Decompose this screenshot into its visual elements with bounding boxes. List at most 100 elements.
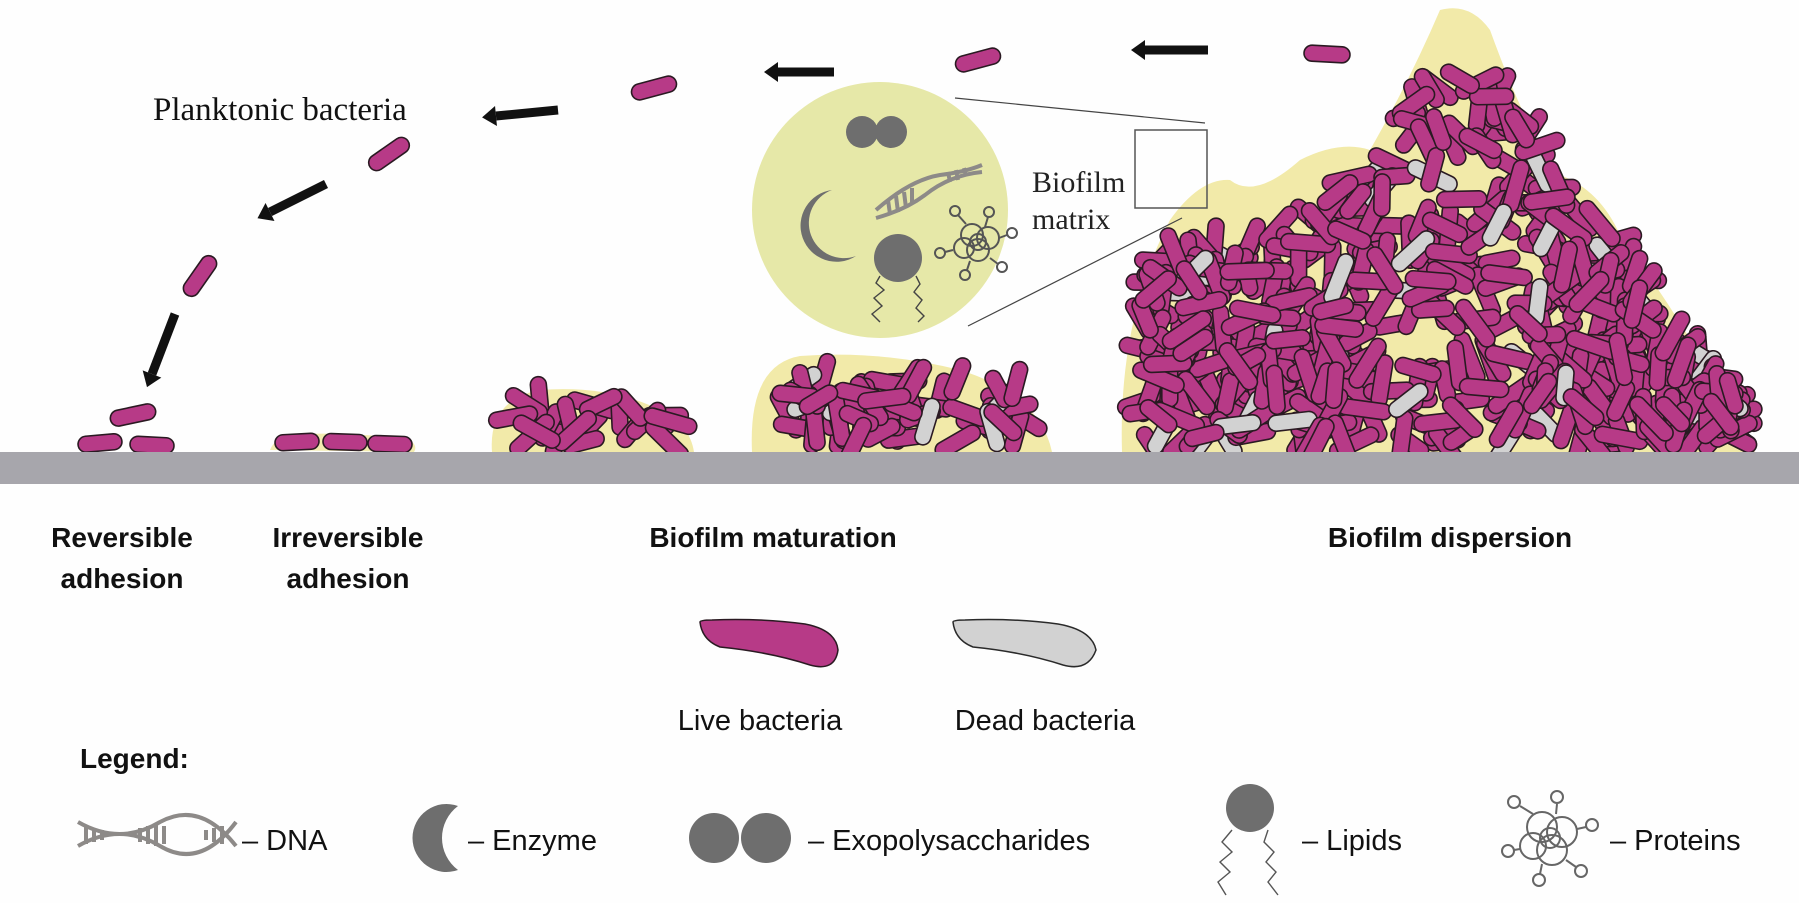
flow-arrow-head — [482, 106, 497, 126]
live-bacterium — [1628, 395, 1674, 442]
live-bacterium — [1134, 270, 1178, 309]
live-bacterium — [1265, 364, 1286, 416]
legend-item-dna: – DNA — [77, 812, 328, 857]
flow-arrow — [147, 312, 180, 376]
live-bacterium — [1608, 332, 1634, 387]
protein-icon — [934, 205, 1018, 281]
callout-line-top — [954, 97, 1206, 124]
stage-label-reversible-1: Reversible — [51, 522, 193, 553]
live-bacterium — [1404, 269, 1457, 291]
stage-labels: Reversible adhesion Irreversible adhesio… — [51, 522, 1572, 594]
live-bacterium — [1562, 388, 1605, 427]
live-bacterium — [1324, 361, 1345, 410]
stage-label-irreversible-2: adhesion — [287, 563, 410, 594]
callout-line-bottom — [967, 217, 1183, 327]
enzyme-icon — [412, 804, 458, 872]
live-bacterium — [1316, 174, 1359, 212]
live-bacterium — [1522, 372, 1558, 415]
live-bacterium — [274, 432, 320, 452]
live-bacterium — [1458, 127, 1503, 160]
dead-bacteria-label: Dead bacteria — [955, 705, 1136, 737]
bacteria-key: Live bacteria Dead bacteria — [678, 618, 1136, 737]
flow-arrow-head — [764, 62, 778, 82]
live-bacterium — [129, 435, 175, 455]
bacteria-layer — [77, 63, 1763, 469]
live-bacterium — [1219, 261, 1275, 281]
live-bacterium — [1311, 296, 1355, 321]
live-bacterium — [1218, 342, 1259, 391]
live-bacterium — [857, 387, 912, 410]
stage-label-dispersion: Biofilm dispersion — [1328, 522, 1572, 553]
live-bacterium — [1348, 337, 1387, 389]
live-bacterium — [1435, 190, 1488, 209]
protein-icon — [1501, 790, 1599, 887]
legend-label-enzyme: – Enzyme — [468, 825, 597, 857]
live-bacterium — [1623, 279, 1649, 329]
legend-item-proteins: – Proteins — [1501, 790, 1741, 887]
dna-icon — [874, 163, 983, 220]
live-bacterium — [643, 407, 698, 436]
live-bacterium — [1425, 108, 1452, 152]
matrix-zoom-callout: Biofilm matrix — [752, 82, 1208, 338]
live-bacterium — [578, 387, 623, 419]
planktonic-bacteria-label: Planktonic bacteria — [153, 92, 407, 128]
flow-arrow-head — [257, 203, 275, 221]
live-bacterium — [798, 384, 839, 416]
live-bacterium — [1718, 371, 1744, 415]
exopolysaccharides-icon — [846, 116, 907, 148]
planktonic-bacterium — [109, 403, 157, 427]
live-bacterium — [1372, 173, 1392, 218]
live-bacterium — [1480, 264, 1533, 287]
live-bacterium — [1421, 211, 1469, 244]
live-bacterium-icon — [699, 618, 839, 668]
live-bacterium — [1327, 220, 1372, 250]
legend-label-dna: – DNA — [242, 825, 328, 857]
legend-label-exopolysaccharides: – Exopolysaccharides — [808, 825, 1090, 857]
flow-arrow-head — [142, 370, 162, 388]
lipid-icon — [1217, 784, 1279, 896]
live-bacterium — [1314, 316, 1365, 338]
live-bacterium — [1458, 377, 1510, 399]
live-bacterium — [1504, 108, 1536, 149]
dna-icon — [77, 812, 238, 856]
flow-arrow-head — [1131, 40, 1145, 60]
live-bacterium — [1264, 329, 1312, 350]
legend-item-enzyme: – Enzyme — [412, 804, 597, 872]
live-bacterium — [1003, 360, 1029, 408]
live-bacteria-label: Live bacteria — [678, 705, 843, 737]
stage-label-reversible-2: adhesion — [61, 563, 184, 594]
live-bacterium — [1666, 336, 1697, 389]
planktonic-bacterium — [367, 136, 411, 172]
live-bacterium — [1553, 240, 1579, 294]
live-bacterium — [322, 432, 368, 452]
exopolysaccharides-icon — [689, 813, 791, 863]
live-bacterium — [1410, 299, 1456, 319]
legend: Legend: – DNA – Enzyme – Exopolysacchari… — [77, 743, 1741, 896]
callout-label-line1: Biofilm — [1032, 166, 1125, 199]
planktonic-bacterium — [630, 75, 678, 101]
live-bacterium — [1654, 310, 1691, 362]
dead-bacterium-icon — [952, 618, 1097, 668]
live-bacterium — [1366, 246, 1404, 295]
live-bacterium — [983, 403, 1023, 442]
enzyme-icon — [800, 190, 856, 262]
flow-arrow — [267, 179, 329, 217]
stage-label-maturation: Biofilm maturation — [649, 522, 896, 553]
legend-item-lipids: – Lipids — [1217, 784, 1402, 896]
live-bacterium — [1139, 399, 1178, 434]
lipid-icon — [870, 234, 925, 323]
callout-box — [1134, 129, 1208, 209]
live-bacterium — [367, 434, 413, 454]
flow-arrow — [495, 105, 559, 121]
live-bacterium — [1454, 298, 1496, 348]
live-bacterium — [1508, 304, 1548, 343]
callout-label-line2: matrix — [1032, 203, 1110, 236]
stage-label-irreversible-1: Irreversible — [273, 522, 424, 553]
live-bacterium — [1228, 299, 1282, 324]
live-bacterium — [1177, 370, 1216, 416]
live-bacterium — [1339, 183, 1372, 220]
live-bacterium — [1183, 423, 1225, 448]
live-bacterium — [1578, 199, 1621, 248]
dead-bacterium — [1388, 382, 1429, 419]
live-bacterium — [77, 432, 123, 454]
